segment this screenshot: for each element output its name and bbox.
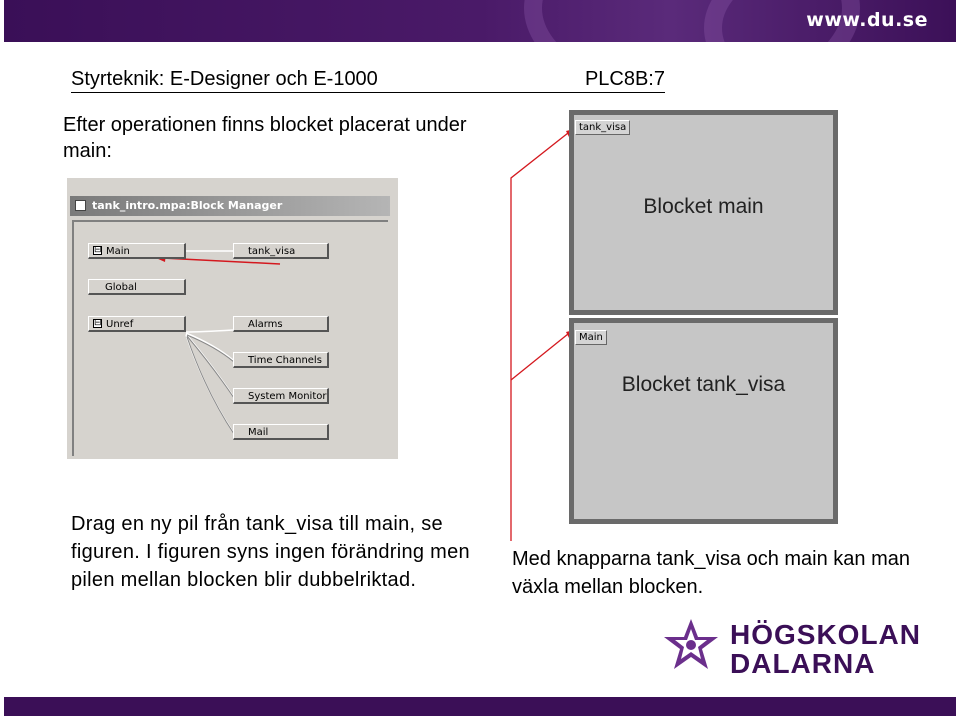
collapse-icon[interactable]: ⊟: [93, 244, 102, 255]
node-time-channels[interactable]: Time Channels: [233, 352, 329, 368]
note-text: Med knapparna tank_visa och main kan man…: [512, 548, 911, 598]
block-manager-titlebar: tank_intro.mpa:Block Manager: [70, 196, 390, 216]
node-system-monitor[interactable]: System Monitor: [233, 388, 329, 404]
header-band: www.du.se: [4, 0, 956, 42]
footer-band: [4, 697, 956, 716]
node-mail[interactable]: Mail: [233, 424, 329, 440]
collapse-icon[interactable]: ⊟: [93, 317, 102, 328]
instruction-text: Drag en ny pil från tank_visa till main,…: [71, 513, 470, 591]
block-main-screen: tank_visa Blocket main: [569, 110, 838, 315]
block-tank-visa-screen: Main Blocket tank_visa: [569, 318, 838, 524]
node-alarms[interactable]: Alarms: [233, 316, 329, 332]
course-title: Styrteknik: E-Designer och E-1000: [71, 68, 378, 90]
node-unref[interactable]: ⊟Unref: [88, 316, 186, 332]
block-main-label: Blocket main: [643, 195, 764, 218]
star-emblem-icon: [664, 619, 718, 669]
slide-number: PLC8B:7: [584, 68, 665, 90]
hogskolan-dalarna-logo: HÖGSKOLAN DALARNA: [660, 617, 930, 681]
logo-line-1: HÖGSKOLAN: [730, 619, 921, 650]
node-tank-visa[interactable]: tank_visa: [233, 243, 329, 259]
slide-title: Styrteknik: E-Designer och E-1000 PLC8B:…: [71, 68, 665, 93]
intro-text: Efter operationen finns blocket placerat…: [63, 114, 467, 162]
logo-line-2: DALARNA: [730, 648, 876, 679]
site-url[interactable]: www.du.se: [806, 9, 928, 31]
window-icon: [75, 200, 86, 211]
block-tank-visa-label: Blocket tank_visa: [621, 373, 786, 396]
node-global[interactable]: Global: [88, 279, 186, 295]
main-button[interactable]: Main: [575, 330, 607, 345]
block-manager-canvas: [72, 220, 388, 456]
window-title: tank_intro.mpa:Block Manager: [92, 199, 283, 212]
node-main[interactable]: ⊟Main: [88, 243, 186, 259]
tank-visa-button[interactable]: tank_visa: [575, 120, 631, 135]
